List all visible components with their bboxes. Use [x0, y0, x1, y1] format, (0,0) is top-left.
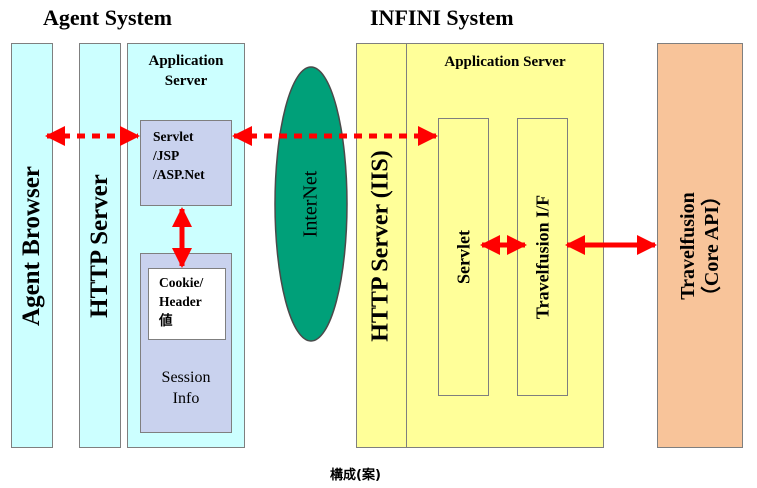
servlet-jsp-line2: /JSP — [153, 148, 180, 163]
agent-browser-box: Agent Browser — [11, 43, 53, 448]
travelfusion-if-box: Travelfusion I/F — [517, 118, 568, 396]
http-server-agent-box: HTTP Server — [79, 43, 121, 448]
cookie-header-line3: 値 — [159, 313, 173, 328]
infini-servlet-box: Servlet — [438, 118, 489, 396]
agent-app-server-line2: Server — [164, 73, 208, 89]
session-info-line2: Info — [172, 390, 200, 407]
travelfusion-core-box: Travelfusion （Core API） — [657, 43, 743, 448]
cookie-header-box: Cookie/ Header 値 — [148, 268, 226, 340]
agent-app-server-line1: Application — [148, 53, 224, 69]
servlet-jsp-box: Servlet /JSP /ASP.Net — [140, 120, 232, 206]
cookie-header-line2: Header — [159, 294, 202, 309]
session-info-line1: Session — [161, 369, 211, 386]
servlet-jsp-line1: Servlet — [153, 129, 194, 144]
servlet-jsp-line3: /ASP.Net — [153, 167, 205, 182]
cookie-header-line1: Cookie/ — [159, 275, 204, 290]
internet-label: InterNet — [299, 170, 322, 238]
session-info-box: Cookie/ Header 値 Session Info — [140, 253, 232, 433]
agent-system-title: Agent System — [43, 5, 172, 30]
infini-system-title: INFINI System — [370, 5, 514, 30]
internet-label-wrap: InterNet — [275, 104, 347, 304]
infini-app-server-label: Application Server — [444, 54, 566, 70]
caption: 構成(案) — [330, 468, 381, 483]
